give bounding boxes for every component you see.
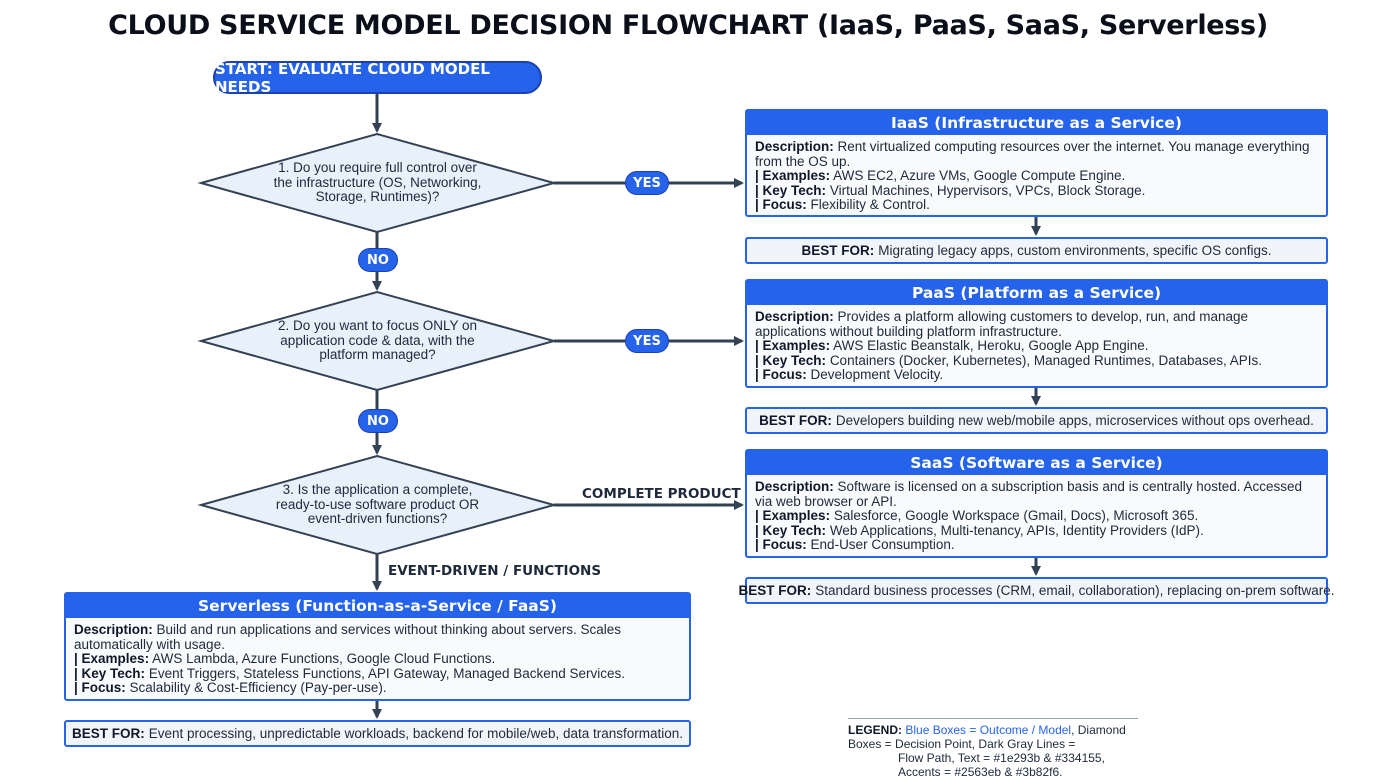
serverless-body: Description: Build and run applications … [66, 618, 689, 696]
saas-key-tech: Web Applications, Multi-tenancy, APIs, I… [829, 522, 1204, 538]
description-label: Description: [74, 622, 153, 637]
legend-blue-boxes: Blue Boxes = Outcome / Model [905, 723, 1072, 737]
description-label: Description: [755, 139, 834, 154]
key-tech-label: | Key Tech: [74, 665, 146, 681]
paas-card: PaaS (Platform as a Service) Description… [745, 279, 1328, 388]
serverless-key-tech: Event Triggers, Stateless Functions, API… [148, 665, 626, 681]
saas-examples: Salesforce, Google Workspace (Gmail, Doc… [833, 508, 1199, 523]
question-3-text: 3. Is the application a complete, ready-… [275, 482, 480, 527]
paas-body: Description: Provides a platform allowin… [747, 305, 1326, 383]
key-tech-label: | Key Tech: [755, 522, 827, 538]
iaas-key-tech: Virtual Machines, Hypervisors, VPCs, Blo… [829, 182, 1146, 198]
event-driven-label: EVENT-DRIVEN / FUNCTIONS [388, 563, 602, 579]
iaas-focus: Flexibility & Control. [810, 197, 930, 212]
legend: LEGEND: Blue Boxes = Outcome / Model, Di… [848, 718, 1138, 779]
focus-label: | Focus: [74, 680, 126, 695]
key-tech-label: | Key Tech: [755, 352, 827, 368]
paas-focus: Development Velocity. [810, 367, 944, 382]
paas-description: Provides a platform allowing customers t… [755, 309, 1249, 339]
iaas-best-for-text: Migrating legacy apps, custom environmen… [878, 243, 1272, 258]
paas-key-tech: Containers (Docker, Kubernetes), Managed… [829, 352, 1263, 368]
iaas-body: Description: Rent virtualized computing … [747, 135, 1326, 213]
saas-title: SaaS (Software as a Service) [747, 451, 1326, 475]
best-for-label: BEST FOR: [738, 583, 812, 598]
no-badge-q1: NO [358, 248, 398, 272]
saas-card: SaaS (Software as a Service) Description… [745, 449, 1328, 558]
legend-rest-line2: Flow Path, Text = #1e293b & #334155, Acc… [898, 751, 1105, 779]
yes-badge-q2: YES [625, 329, 669, 353]
focus-label: | Focus: [755, 197, 807, 212]
complete-product-label: COMPLETE PRODUCT [582, 486, 741, 502]
paas-best-for-text: Developers building new web/mobile apps,… [835, 413, 1314, 428]
key-tech-label: | Key Tech: [755, 182, 827, 198]
serverless-examples: AWS Lambda, Azure Functions, Google Clou… [152, 651, 496, 666]
page-title: CLOUD SERVICE MODEL DECISION FLOWCHART (… [108, 10, 1268, 41]
serverless-card: Serverless (Function-as-a-Service / FaaS… [64, 592, 691, 701]
saas-best-for-text: Standard business processes (CRM, email,… [815, 583, 1335, 598]
description-label: Description: [755, 479, 834, 494]
best-for-label: BEST FOR: [759, 413, 832, 428]
iaas-card: IaaS (Infrastructure as a Service) Descr… [745, 109, 1328, 217]
paas-examples: AWS Elastic Beanstalk, Heroku, Google Ap… [833, 338, 1149, 353]
focus-label: | Focus: [755, 537, 807, 552]
iaas-title: IaaS (Infrastructure as a Service) [747, 111, 1326, 135]
serverless-focus: Scalability & Cost-Efficiency (Pay-per-u… [129, 680, 387, 695]
question-1-text: 1. Do you require full control over the … [273, 160, 482, 205]
serverless-title: Serverless (Function-as-a-Service / FaaS… [66, 594, 689, 618]
focus-label: | Focus: [755, 367, 807, 382]
iaas-best-for: BEST FOR:Migrating legacy apps, custom e… [745, 237, 1328, 264]
serverless-best-for: BEST FOR:Event processing, unpredictable… [64, 720, 691, 747]
question-2-text: 2. Do you want to focus ONLY on applicat… [277, 318, 478, 363]
legend-rest-line1: , Diamond Boxes = Decision Point, Dark G… [848, 723, 1126, 751]
iaas-description: Rent virtualized computing resources ove… [755, 139, 1310, 169]
start-node: START: EVALUATE CLOUD MODEL NEEDS [213, 60, 542, 96]
serverless-description: Build and run applications and services … [74, 622, 622, 652]
saas-focus: End-User Consumption. [810, 537, 955, 552]
serverless-best-for-text: Event processing, unpredictable workload… [148, 726, 684, 741]
description-label: Description: [755, 309, 834, 324]
saas-best-for: BEST FOR:Standard business processes (CR… [739, 577, 1335, 604]
no-badge-q2: NO [358, 409, 398, 433]
paas-best-for: BEST FOR:Developers building new web/mob… [745, 407, 1328, 434]
saas-description: Software is licensed on a subscription b… [755, 479, 1303, 509]
iaas-examples: AWS EC2, Azure VMs, Google Compute Engin… [833, 168, 1126, 183]
examples-label: | Examples: [755, 338, 831, 353]
legend-label: LEGEND: [848, 723, 902, 737]
best-for-label: BEST FOR: [801, 243, 875, 258]
yes-badge-q1: YES [625, 171, 669, 195]
examples-label: | Examples: [755, 508, 831, 523]
examples-label: | Examples: [74, 651, 150, 666]
best-for-label: BEST FOR: [71, 726, 145, 741]
saas-body: Description: Software is licensed on a s… [747, 475, 1326, 553]
paas-title: PaaS (Platform as a Service) [747, 281, 1326, 305]
examples-label: | Examples: [755, 168, 831, 183]
